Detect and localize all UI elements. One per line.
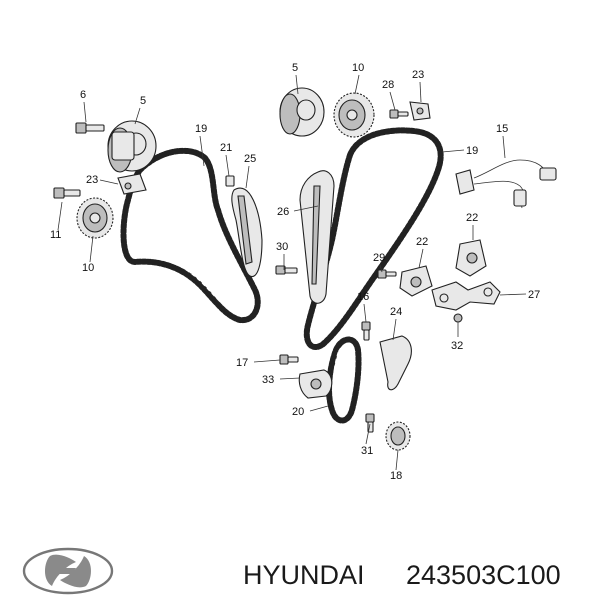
oil-pump-chain (326, 336, 362, 424)
right-intake-camshaft-sprocket (333, 92, 375, 138)
callout-number-25: 25 (244, 153, 256, 165)
left-chain-tensioner-arm (231, 187, 263, 278)
callout-number-30: 30 (276, 241, 288, 253)
callout-leader-19 (199, 135, 205, 167)
callout-number-31: 31 (361, 445, 373, 457)
callout-leader-6 (83, 101, 87, 123)
callout-labels: 6 5 23 11 10 19 21 25 26 30 5 10 28 23 19 15 22 22 29 27 16 2… (50, 62, 540, 482)
oil-pump-sprocket-bolt (365, 413, 375, 433)
callout-number-23: 23 (86, 174, 98, 186)
callout-number-32: 32 (451, 340, 463, 352)
left-exhaust-camshaft-sprocket (107, 120, 157, 173)
callout-leader-10 (354, 74, 360, 95)
callout-leader-22 (418, 248, 424, 269)
oil-pump-sprocket (385, 421, 411, 451)
callout-number-18: 18 (390, 470, 402, 482)
callout-leader-25 (245, 165, 250, 189)
hyundai-logo-icon (22, 547, 114, 595)
left-timing-chain (120, 147, 261, 324)
callout-leader-26 (293, 205, 319, 212)
callout-number-17: 17 (236, 357, 248, 369)
right-exhaust-camshaft-sprocket (279, 87, 325, 137)
callout-number-22: 22 (416, 236, 428, 248)
callout-number-10: 10 (352, 62, 364, 74)
callout-leader-28 (389, 91, 396, 111)
callout-number-16: 16 (357, 291, 369, 303)
tensioner-pivot-bolt (279, 354, 299, 365)
callout-leader-27 (499, 293, 527, 296)
oil-pump-chain-tensioner (298, 369, 333, 399)
sensor-wire-harness (455, 159, 557, 209)
callout-leader-24 (392, 318, 397, 341)
callout-number-22: 22 (466, 212, 478, 224)
callout-leader-5 (134, 107, 141, 125)
callout-number-19: 19 (466, 145, 478, 157)
callout-leader-10 (89, 235, 94, 263)
tensioner-gasket (431, 281, 501, 311)
left-intake-camshaft-sprocket (76, 197, 114, 239)
center-chain-guide (299, 170, 335, 304)
left-chain-guide-bracket (117, 173, 147, 195)
callout-number-23: 23 (412, 69, 424, 81)
callout-number-6: 6 (80, 89, 86, 101)
guide-bolt (275, 265, 298, 275)
callout-leader-11 (57, 201, 63, 231)
callout-leader-15 (502, 135, 506, 159)
callout-number-21: 21 (220, 142, 232, 154)
right-guide-bolt (389, 109, 409, 119)
callout-leader-18 (395, 449, 399, 471)
callout-leader-5 (295, 74, 299, 95)
right-timing-chain (303, 127, 444, 350)
callout-number-11: 11 (50, 229, 61, 241)
callout-number-28: 28 (382, 79, 394, 91)
oil-pump-chain-guide (379, 335, 412, 391)
brand-name: HYUNDAI (243, 560, 365, 590)
callout-leader-17 (253, 359, 281, 363)
callout-number-29: 29 (373, 252, 385, 264)
callout-leader-16 (363, 303, 367, 323)
guide-pin (225, 175, 235, 187)
callout-number-24: 24 (390, 306, 402, 318)
camshaft-bolt (75, 122, 105, 134)
callout-number-19: 19 (195, 123, 207, 135)
intake-sprocket-bolt (53, 187, 81, 199)
callout-leader-31 (365, 423, 371, 445)
callout-leader-23 (99, 179, 119, 185)
callout-number-33: 33 (262, 374, 274, 386)
callout-number-27: 27 (528, 289, 540, 301)
callout-number-5: 5 (140, 95, 146, 107)
callout-leader-33 (279, 377, 301, 380)
callout-number-10: 10 (82, 262, 94, 274)
upper-chain-tensioner (455, 239, 487, 277)
tensioner-bolt (377, 269, 397, 279)
callout-number-20: 20 (292, 406, 304, 418)
callout-leader-21 (225, 154, 230, 177)
lower-guide-bolt (361, 321, 371, 341)
callout-number-15: 15 (496, 123, 508, 135)
callout-number-5: 5 (292, 62, 298, 74)
lower-chain-tensioner (399, 265, 433, 297)
callout-leader-23 (419, 81, 422, 103)
callout-leader-19 (441, 149, 465, 153)
gasket-bolt (453, 313, 463, 323)
callout-leader-29 (379, 264, 383, 273)
callout-leader-20 (309, 405, 329, 412)
callout-number-26: 26 (277, 206, 289, 218)
right-chain-guide-bracket (409, 101, 431, 121)
part-number: 243503C100 (406, 560, 561, 590)
